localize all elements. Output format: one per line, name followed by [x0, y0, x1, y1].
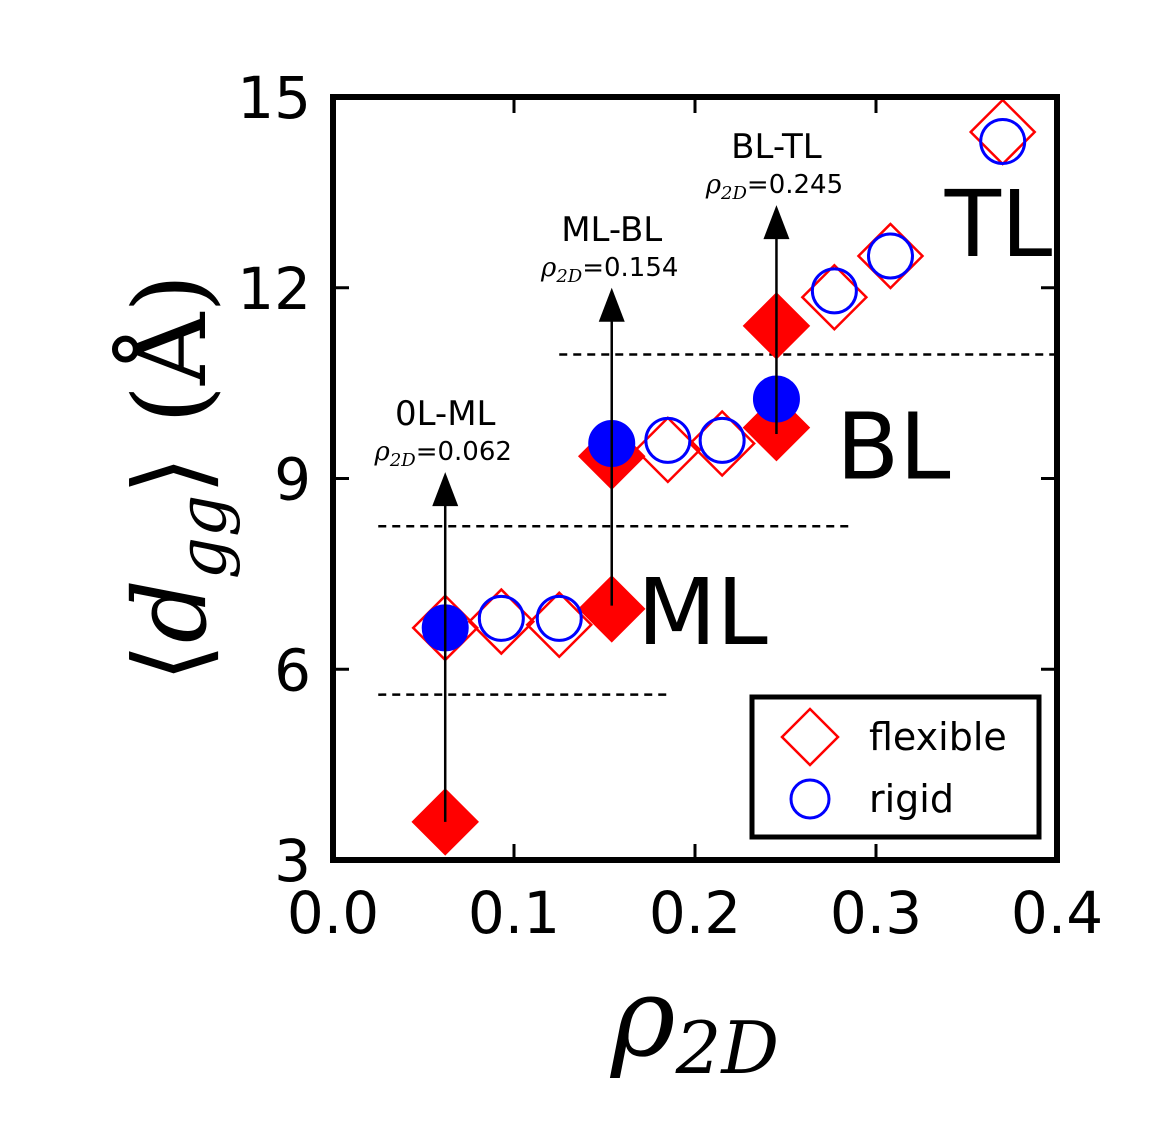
transition-arrowhead-1 — [598, 287, 625, 322]
rigid-point-8 — [866, 232, 914, 280]
legend: flexible rigid — [749, 694, 1042, 840]
x-tick-label-1: 0.1 — [468, 879, 560, 947]
legend-label-flexible: flexible — [869, 715, 1007, 759]
transition-rho-2: ρ2D=0.245 — [705, 170, 843, 204]
region-label-BL: BL — [836, 394, 950, 501]
rigid-point-1 — [477, 594, 525, 642]
axis-labels: ρ2D ⟨dgg⟩ (Å) — [112, 274, 779, 1090]
y-tick-label-0: 3 — [274, 827, 311, 895]
x-tick-label-4: 0.4 — [1011, 879, 1103, 947]
rigid-point-7 — [810, 267, 858, 315]
rigid-point-2 — [535, 594, 583, 642]
legend-marker-rigid — [789, 778, 831, 820]
transition-label-1: ML-BL — [561, 210, 662, 250]
flexible-point-6 — [634, 416, 702, 484]
y-tick-label-2: 9 — [274, 446, 311, 514]
transition-rho-1: ρ2D=0.154 — [540, 253, 678, 287]
y-tick-label-1: 6 — [274, 636, 311, 704]
region-label-ML: ML — [637, 559, 768, 666]
rigid-point-5 — [698, 416, 746, 464]
transition-arrowhead-2 — [763, 205, 790, 240]
rigid-point-9 — [979, 118, 1027, 166]
region-label-TL: TL — [944, 171, 1052, 278]
y-tick-label-3: 12 — [237, 255, 311, 323]
axes: 0.0 0.1 0.2 0.3 0.4 3 6 9 12 15 — [237, 64, 1103, 947]
transition-label-2: BL-TL — [731, 127, 822, 167]
flexible-point-4 — [577, 575, 646, 643]
transition-label-0: 0L-ML — [395, 394, 496, 434]
y-axis-label: ⟨dgg⟩ (Å) — [112, 274, 241, 683]
transition-rho-0: ρ2D=0.062 — [374, 437, 512, 471]
x-tick-label-0: 0.0 — [287, 879, 379, 947]
flexible-point-11 — [856, 222, 925, 290]
legend-marker-flexible — [780, 707, 840, 767]
x-axis-label: ρ2D — [610, 953, 779, 1090]
rigid-point-4 — [644, 416, 692, 464]
x-tick-label-2: 0.2 — [649, 879, 741, 947]
legend-label-rigid: rigid — [869, 777, 954, 821]
x-tick-label-3: 0.3 — [830, 879, 922, 947]
y-tick-label-4: 15 — [237, 64, 311, 132]
flexible-point-12 — [968, 98, 1037, 166]
transition-arrowhead-0 — [432, 472, 459, 507]
